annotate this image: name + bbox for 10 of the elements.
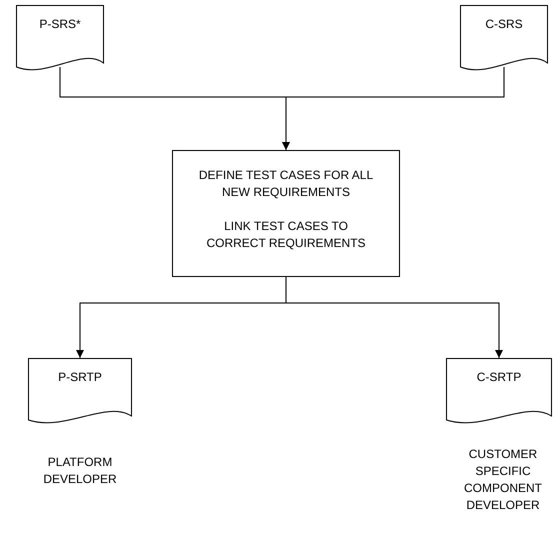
process-text: LINK TEST CASES TO CORRECT REQUIREMENTS: [205, 218, 367, 252]
connector-arrow: [282, 66, 504, 150]
process-text: DEFINE TEST CASES FOR ALL NEW REQUIREMENTS: [198, 167, 374, 201]
connector-arrow: [286, 276, 503, 358]
document-label: C-SRS: [484, 17, 524, 31]
document-label: C-SRTP: [476, 370, 522, 384]
role-caption: CUSTOMER SPECIFIC COMPONENT DEVELOPER: [463, 446, 543, 514]
document-label: P-SRTP: [57, 370, 103, 384]
document-label: P-SRS*: [38, 17, 82, 31]
role-caption: PLATFORM DEVELOPER: [42, 454, 118, 488]
